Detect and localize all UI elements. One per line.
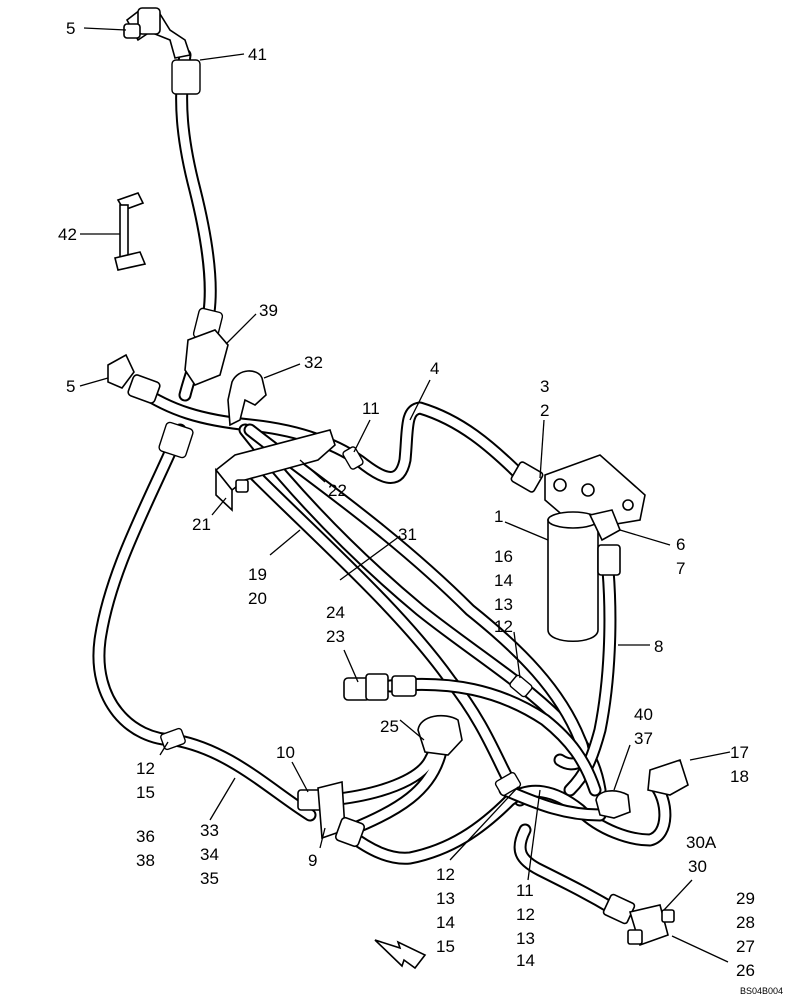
- callout-26: 26: [736, 961, 755, 980]
- leader-lines: [79, 27, 731, 963]
- callout-30: 30: [688, 857, 707, 876]
- callout-5-lower: 5: [66, 377, 75, 396]
- direction-arrow: [374, 939, 427, 970]
- callout-13-mid: 13: [494, 595, 513, 614]
- callout-7: 7: [676, 559, 685, 578]
- callout-13-bottom-b: 13: [516, 929, 535, 948]
- callout-41: 41: [248, 45, 267, 64]
- elbow-25: [417, 714, 463, 756]
- manifold-block-21-22: [214, 429, 336, 512]
- callout-28: 28: [736, 913, 755, 932]
- band-crossover: [158, 421, 194, 459]
- callout-15-bottom: 15: [436, 937, 455, 956]
- callout-19: 19: [248, 565, 267, 584]
- hose-bands: [158, 59, 533, 797]
- callout-33: 33: [200, 821, 219, 840]
- rod-42: [114, 192, 147, 271]
- callout-9: 9: [308, 851, 317, 870]
- callout-24: 24: [326, 603, 345, 622]
- callout-12-bottom-b: 12: [516, 905, 535, 924]
- callout-32: 32: [304, 353, 323, 372]
- callout-18: 18: [730, 767, 749, 786]
- tee-30: [602, 893, 675, 947]
- callout-25: 25: [380, 717, 399, 736]
- band-11-bottom: [494, 771, 522, 797]
- callout-5: 5: [66, 19, 75, 38]
- callout-35: 35: [200, 869, 219, 888]
- callout-40: 40: [634, 705, 653, 724]
- callout-2: 2: [540, 401, 549, 420]
- callout-12-left: 12: [136, 759, 155, 778]
- filter-1: [510, 454, 646, 642]
- callout-4: 4: [430, 359, 439, 378]
- parts: [107, 7, 689, 970]
- callout-39: 39: [259, 301, 278, 320]
- elbow-40-37: [595, 790, 631, 819]
- callout-22: 22: [328, 481, 347, 500]
- callout-1: 1: [494, 507, 503, 526]
- fitting-39: [184, 329, 229, 386]
- fitting-23: [343, 673, 417, 701]
- callout-31: 31: [398, 525, 417, 544]
- callout-12-bottom-a: 12: [436, 865, 455, 884]
- callout-6: 6: [676, 535, 685, 554]
- callout-14-mid: 14: [494, 571, 513, 590]
- callout-11-top: 11: [362, 399, 380, 418]
- callout-37: 37: [634, 729, 653, 748]
- fitting-5-top: [123, 7, 192, 59]
- callout-labels: 5 41 42 39 5 32 4 3 2 11 22 21 1 6 7 31 …: [58, 19, 783, 996]
- callout-29: 29: [736, 889, 755, 908]
- band-41: [171, 59, 201, 95]
- band-11-top: [342, 446, 364, 470]
- callout-16: 16: [494, 547, 513, 566]
- callout-27: 27: [736, 937, 755, 956]
- callout-30A: 30A: [686, 833, 717, 852]
- callout-15-left: 15: [136, 783, 155, 802]
- band-12-right: [509, 674, 533, 698]
- callout-12-mid: 12: [494, 617, 513, 636]
- callout-3: 3: [540, 377, 549, 396]
- callout-38: 38: [136, 851, 155, 870]
- drawing-code: BS04B004: [740, 986, 783, 996]
- callout-8: 8: [654, 637, 663, 656]
- callout-14-bottom-a: 14: [436, 913, 455, 932]
- callout-14-bottom-b: 14: [516, 951, 535, 970]
- callout-11-bottom: 11: [516, 881, 534, 900]
- callout-10: 10: [276, 743, 295, 762]
- callout-23: 23: [326, 627, 345, 646]
- fitting-5-lower: [107, 353, 161, 404]
- callout-13-bottom-a: 13: [436, 889, 455, 908]
- valve-9-10: [297, 780, 366, 848]
- callout-36: 36: [136, 827, 155, 846]
- elbow-32: [227, 370, 267, 427]
- fitting-17-18: [647, 758, 689, 796]
- callout-17: 17: [730, 743, 749, 762]
- callout-34: 34: [200, 845, 219, 864]
- callout-42: 42: [58, 225, 77, 244]
- callout-20: 20: [248, 589, 267, 608]
- callout-21: 21: [192, 515, 211, 534]
